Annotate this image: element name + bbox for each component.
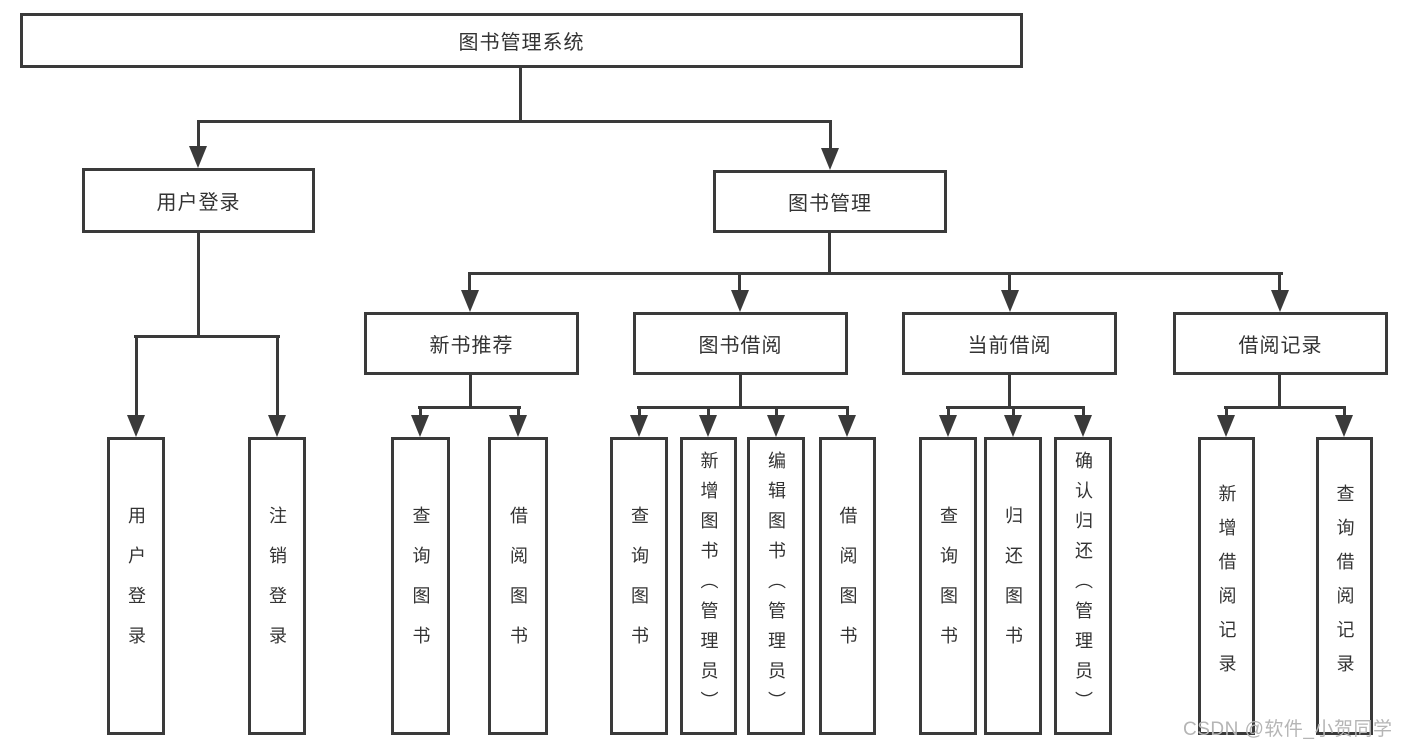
connector-line [1278,375,1281,409]
connector-line [1224,406,1346,409]
leaf-label: 查询图书 [629,506,649,666]
leaf-label: 确认归还（管理员） [1073,451,1093,721]
csdn-watermark: CSDN @软件_小贺同学 [1183,719,1393,740]
node-label: 新书推荐 [429,335,514,357]
connector-line [135,335,138,417]
node-label: 图书借阅 [698,335,783,357]
node-book-management: 图书管理 [713,170,947,233]
connector-line [947,406,950,418]
leaf-label: 借阅图书 [508,506,528,666]
connector-line [134,335,280,338]
connector-line [829,120,832,150]
node-label: 图书管理 [788,193,872,215]
connector-line [1278,272,1281,292]
arrow-down-icon [268,415,286,437]
connector-line [946,406,1085,409]
arrow-down-icon [1217,415,1235,437]
leaf-bb-edit-books-admin: 编辑图书（管理员） [747,437,805,735]
arrow-down-icon [838,415,856,437]
arrow-down-icon [767,415,785,437]
arrow-down-icon [461,290,479,312]
leaf-cb-return-books: 归还图书 [984,437,1042,735]
arrow-down-icon [1001,290,1019,312]
leaf-logout: 注销登录 [248,437,306,735]
connector-line [197,120,200,150]
leaf-label: 新增借阅记录 [1216,484,1237,688]
connector-line [828,233,831,275]
connector-line [468,272,471,292]
arrow-down-icon [1004,415,1022,437]
leaf-bb-query-books: 查询图书 [610,437,668,735]
arrow-down-icon [189,146,207,168]
connector-line [197,232,200,338]
connector-line [519,68,522,122]
leaf-nr-borrow-books: 借阅图书 [488,437,548,735]
leaf-label: 查询借阅记录 [1334,484,1355,688]
arrow-down-icon [731,290,749,312]
connector-line [517,406,520,418]
connector-line [637,406,849,409]
leaf-br-query-borrow-record: 查询借阅记录 [1316,437,1373,735]
node-borrow-records: 借阅记录 [1173,312,1388,375]
connector-line [1008,375,1011,409]
arrow-down-icon [630,415,648,437]
leaf-nr-query-books: 查询图书 [391,437,450,735]
node-user-login: 用户登录 [82,168,315,233]
leaf-bb-add-books-admin: 新增图书（管理员） [680,437,737,735]
connector-line [1012,406,1015,418]
leaf-label: 注销登录 [267,506,287,666]
arrow-down-icon [821,148,839,170]
connector-line [469,375,472,409]
connector-line [846,406,849,418]
arrow-down-icon [411,415,429,437]
leaf-label: 新增图书（管理员） [698,451,719,721]
arrow-down-icon [127,415,145,437]
connector-line [468,272,1283,275]
arrow-down-icon [939,415,957,437]
connector-line [1343,406,1346,418]
connector-line [1008,272,1011,292]
leaf-label: 查询图书 [410,506,431,666]
connector-line [739,375,742,409]
node-label: 用户登录 [156,192,241,214]
arrow-down-icon [1335,415,1353,437]
node-label: 当前借阅 [967,335,1052,357]
connector-line [638,406,641,418]
connector-line [775,406,778,418]
connector-line [707,406,710,418]
node-label: 借阅记录 [1238,335,1323,357]
connector-line [419,406,422,418]
arrow-down-icon [509,415,527,437]
connector-line [1225,406,1228,418]
node-book-borrowing: 图书借阅 [633,312,848,375]
node-new-book-recommend: 新书推荐 [364,312,579,375]
node-book-management-system: 图书管理系统 [20,13,1023,68]
arrow-down-icon [1074,415,1092,437]
connector-line [738,272,741,292]
connector-line [276,335,279,417]
leaf-user-login: 用户登录 [107,437,165,735]
node-label: 图书管理系统 [458,32,585,54]
leaf-label: 用户登录 [126,506,146,666]
leaf-bb-borrow-books: 借阅图书 [819,437,876,735]
connector-line [418,406,521,409]
arrow-down-icon [1271,290,1289,312]
leaf-label: 编辑图书（管理员） [766,451,786,721]
connector-line [1082,406,1085,418]
leaf-cb-confirm-return-admin: 确认归还（管理员） [1054,437,1112,735]
node-current-borrowing: 当前借阅 [902,312,1117,375]
leaf-label: 归还图书 [1003,506,1023,666]
connector-line [197,120,832,123]
leaf-cb-query-books: 查询图书 [919,437,977,735]
leaf-label: 借阅图书 [837,506,858,666]
leaf-label: 查询图书 [938,506,958,666]
leaf-br-add-borrow-record: 新增借阅记录 [1198,437,1255,735]
arrow-down-icon [699,415,717,437]
